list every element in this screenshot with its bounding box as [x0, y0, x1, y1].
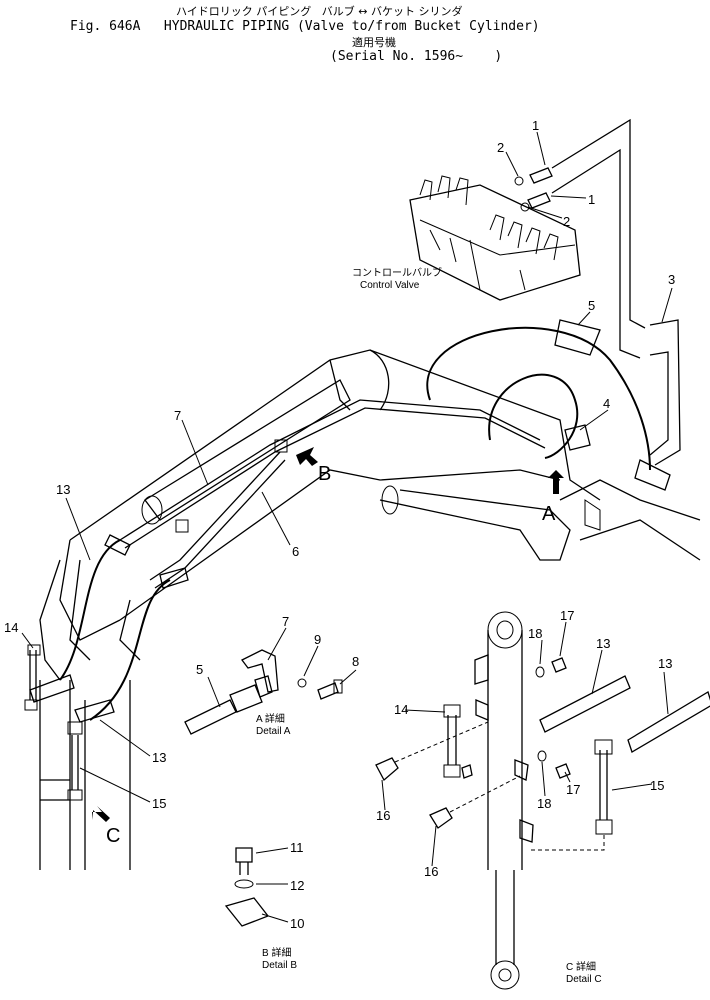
callout-12: 12: [290, 878, 304, 893]
callout-16: 16: [376, 808, 390, 823]
callout-14: 14: [4, 620, 18, 635]
detail-b-label-jp: B 詳細: [262, 946, 291, 959]
detail-a-label: Detail A: [256, 726, 291, 737]
detail-b-label: Detail B: [262, 960, 297, 971]
title-japanese: ハイドロリック パイピング バルブ ↔ バケット シリンダ: [176, 5, 463, 18]
serial-heading-japanese: 適用号機: [352, 36, 396, 49]
detail-c-label: Detail C: [566, 974, 602, 985]
callout-15: 15: [152, 796, 166, 811]
figure-title: Fig. 646A HYDRAULIC PIPING (Valve to/fro…: [70, 19, 540, 34]
callout-6: 6: [292, 544, 299, 559]
callout-7: 7: [282, 614, 289, 629]
detail-c-label-jp: C 詳細: [566, 960, 596, 973]
view-c-label: C: [106, 825, 120, 847]
callout-18: 18: [537, 796, 551, 811]
callout-11: 11: [290, 840, 304, 855]
callout-1: 1: [588, 192, 595, 207]
callout-5: 5: [588, 298, 595, 313]
valve-fittings: [514, 167, 553, 212]
leader-lines: [21, 131, 673, 803]
callout-13: 13: [658, 656, 672, 671]
callout-14: 14: [394, 702, 408, 717]
detail-a-drawing: [184, 627, 357, 735]
callout-13: 13: [596, 636, 610, 651]
callout-17: 17: [560, 608, 574, 623]
callout-13: 13: [152, 750, 166, 765]
callout-2: 2: [497, 140, 504, 155]
detail-b-drawing: [224, 847, 289, 927]
callout-16: 16: [424, 864, 438, 879]
bracket-5: [554, 319, 601, 356]
callout-4: 4: [603, 396, 610, 411]
callout-1: 1: [532, 118, 539, 133]
callout-17: 17: [566, 782, 580, 797]
callout-5: 5: [196, 662, 203, 677]
view-arrows: [92, 447, 564, 822]
swivel-hoses: [426, 319, 671, 491]
callout-10: 10: [290, 916, 304, 931]
callout-8: 8: [352, 654, 359, 669]
callout-13: 13: [56, 482, 70, 497]
callout-7: 7: [174, 408, 181, 423]
control-valve-label: Control Valve: [360, 280, 420, 291]
control-valve-label-jp: コントロールバルブ: [352, 266, 442, 279]
callout-2: 2: [563, 214, 570, 229]
callout-15: 15: [650, 778, 664, 793]
control-valve-drawing: [409, 175, 581, 301]
valve-pipes: [551, 118, 681, 466]
callout-9: 9: [314, 632, 321, 647]
callout-18: 18: [528, 626, 542, 641]
bucket-hoses: [24, 534, 189, 801]
boom-drawing: [39, 349, 701, 870]
serial-number-range: (Serial No. 1596~ ): [330, 49, 503, 64]
callout-3: 3: [668, 272, 675, 287]
detail-c-drawing: [375, 611, 710, 990]
view-b-label: B: [318, 463, 331, 485]
view-a-label: A: [542, 503, 556, 525]
detail-a-label-jp: A 詳細: [256, 712, 285, 725]
